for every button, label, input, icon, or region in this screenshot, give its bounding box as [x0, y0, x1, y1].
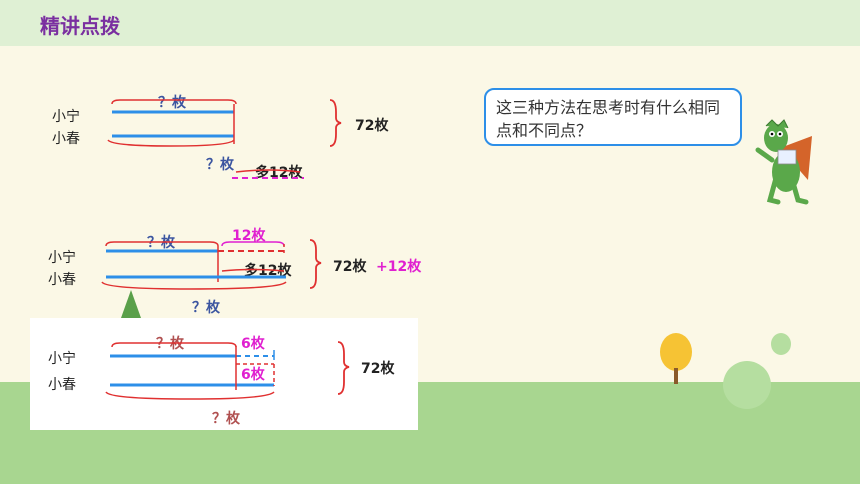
- total-label: 72枚: [361, 361, 395, 377]
- tree-yellow-icon: [660, 333, 692, 371]
- question-top: ？枚: [158, 95, 186, 111]
- speech-bubble: 这三种方法在思考时有什么相同点和不同点？: [484, 88, 742, 146]
- question-bottom: ？枚: [206, 157, 234, 173]
- header-bar: [0, 0, 860, 46]
- question-top: ？枚: [147, 235, 175, 251]
- label-xiaochun: 小春: [48, 272, 76, 288]
- label-xiaochun: 小春: [48, 377, 76, 393]
- tree-green-icon: [121, 290, 141, 318]
- half-top-label: 6枚: [241, 336, 265, 352]
- diagram-3-panel: [30, 318, 418, 430]
- more-label: 多12枚: [244, 263, 292, 279]
- question-top: ？枚: [156, 336, 184, 352]
- total-label: 72枚: [333, 259, 367, 275]
- label-xiaoning: 小宁: [48, 351, 76, 367]
- half-bottom-label: 6枚: [241, 367, 265, 383]
- extra-label: 12枚: [232, 228, 266, 244]
- total-label: 72枚: [355, 118, 389, 134]
- page-title: 精讲点拨: [40, 14, 120, 38]
- bush-icon: [723, 361, 771, 409]
- question-bottom: ？枚: [192, 300, 220, 316]
- label-xiaoning: 小宁: [48, 250, 76, 266]
- plus-label: +12枚: [376, 259, 422, 275]
- question-bottom: ？枚: [212, 411, 240, 427]
- label-xiaoning: 小宁: [52, 109, 80, 125]
- label-xiaochun: 小春: [52, 131, 80, 147]
